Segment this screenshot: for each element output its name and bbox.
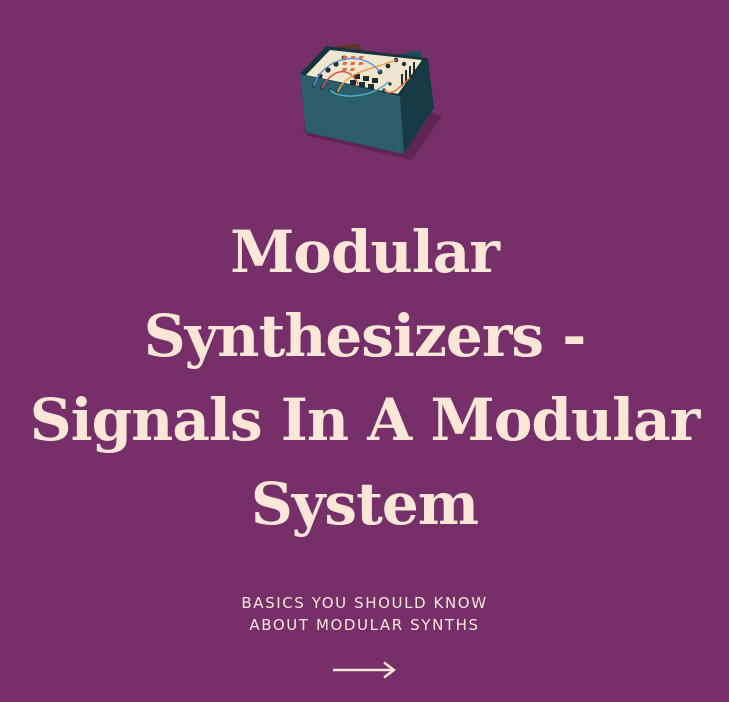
subtitle-line: BASICS YOU SHOULD KNOW <box>241 594 488 612</box>
title-line: Signals In A Modular <box>29 386 701 454</box>
modular-synthesizer-icon <box>300 44 442 160</box>
page-title: Modular Synthesizers - Signals In A Modu… <box>0 210 729 546</box>
title-line: Synthesizers - <box>143 302 587 370</box>
title-line: System <box>250 470 479 538</box>
right-arrow-icon[interactable] <box>333 661 397 679</box>
subtitle: BASICS YOU SHOULD KNOW ABOUT MODULAR SYN… <box>0 592 729 636</box>
title-line: Modular <box>230 218 500 286</box>
subtitle-line: ABOUT MODULAR SYNTHS <box>249 616 480 634</box>
